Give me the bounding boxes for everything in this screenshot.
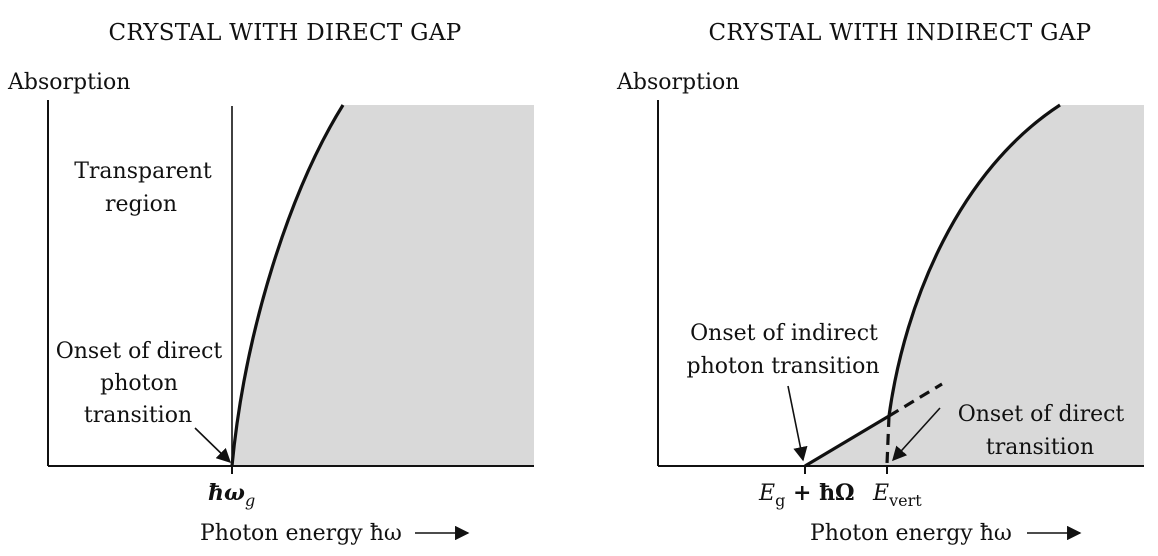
indirect-onset-label-1: Onset of indirect xyxy=(690,321,878,346)
direct-absorption-curve xyxy=(230,104,345,467)
indirect-gap-panel: CRYSTAL WITH INDIRECT GAP Absorption Ons… xyxy=(616,20,1144,546)
direct-x-axis-label: Photon energy ħω xyxy=(200,521,402,546)
vertical-gap-tick-label: Evert xyxy=(872,481,922,510)
direct-gap-title: CRYSTAL WITH DIRECT GAP xyxy=(108,20,461,46)
direct-onset-label-2: photon xyxy=(100,371,178,396)
indirect-onset-arrow xyxy=(787,385,808,462)
direct-gap-panel: CRYSTAL WITH DIRECT GAP Absorption Trans… xyxy=(7,20,534,546)
indirect-direct-absorption-curve xyxy=(887,103,1061,417)
indirect-direct-onset-label-1: Onset of direct xyxy=(958,402,1125,427)
indirect-absorption-axis-label: Absorption xyxy=(616,70,739,95)
indirect-direct-onset-label-2: transition xyxy=(986,435,1094,460)
indirect-gap-title: CRYSTAL WITH INDIRECT GAP xyxy=(709,20,1092,46)
indirect-absorbing-region xyxy=(805,105,1144,466)
indirect-absorption-segment xyxy=(804,414,890,468)
indirect-extrapolation-dashed xyxy=(888,382,943,418)
direct-absorption-axis-label: Absorption xyxy=(7,70,130,95)
direct-absorbing-region xyxy=(232,105,534,466)
direct-gap-tick-label: ħωg xyxy=(208,480,255,510)
indirect-direct-onset-arrow xyxy=(892,407,941,462)
indirect-gap-tick-label: Eg + ħΩ xyxy=(758,480,855,510)
direct-onset-label-3: transition xyxy=(84,403,192,428)
transparent-region-label-2: region xyxy=(105,192,177,217)
indirect-onset-label-2: photon transition xyxy=(686,354,879,379)
direct-onset-arrow xyxy=(194,427,232,464)
transparent-region-label-1: Transparent xyxy=(74,159,212,184)
direct-onset-label-1: Onset of direct xyxy=(56,339,223,364)
vertical-onset-dashed xyxy=(885,415,891,465)
indirect-x-axis-label: Photon energy ħω xyxy=(810,521,1012,546)
